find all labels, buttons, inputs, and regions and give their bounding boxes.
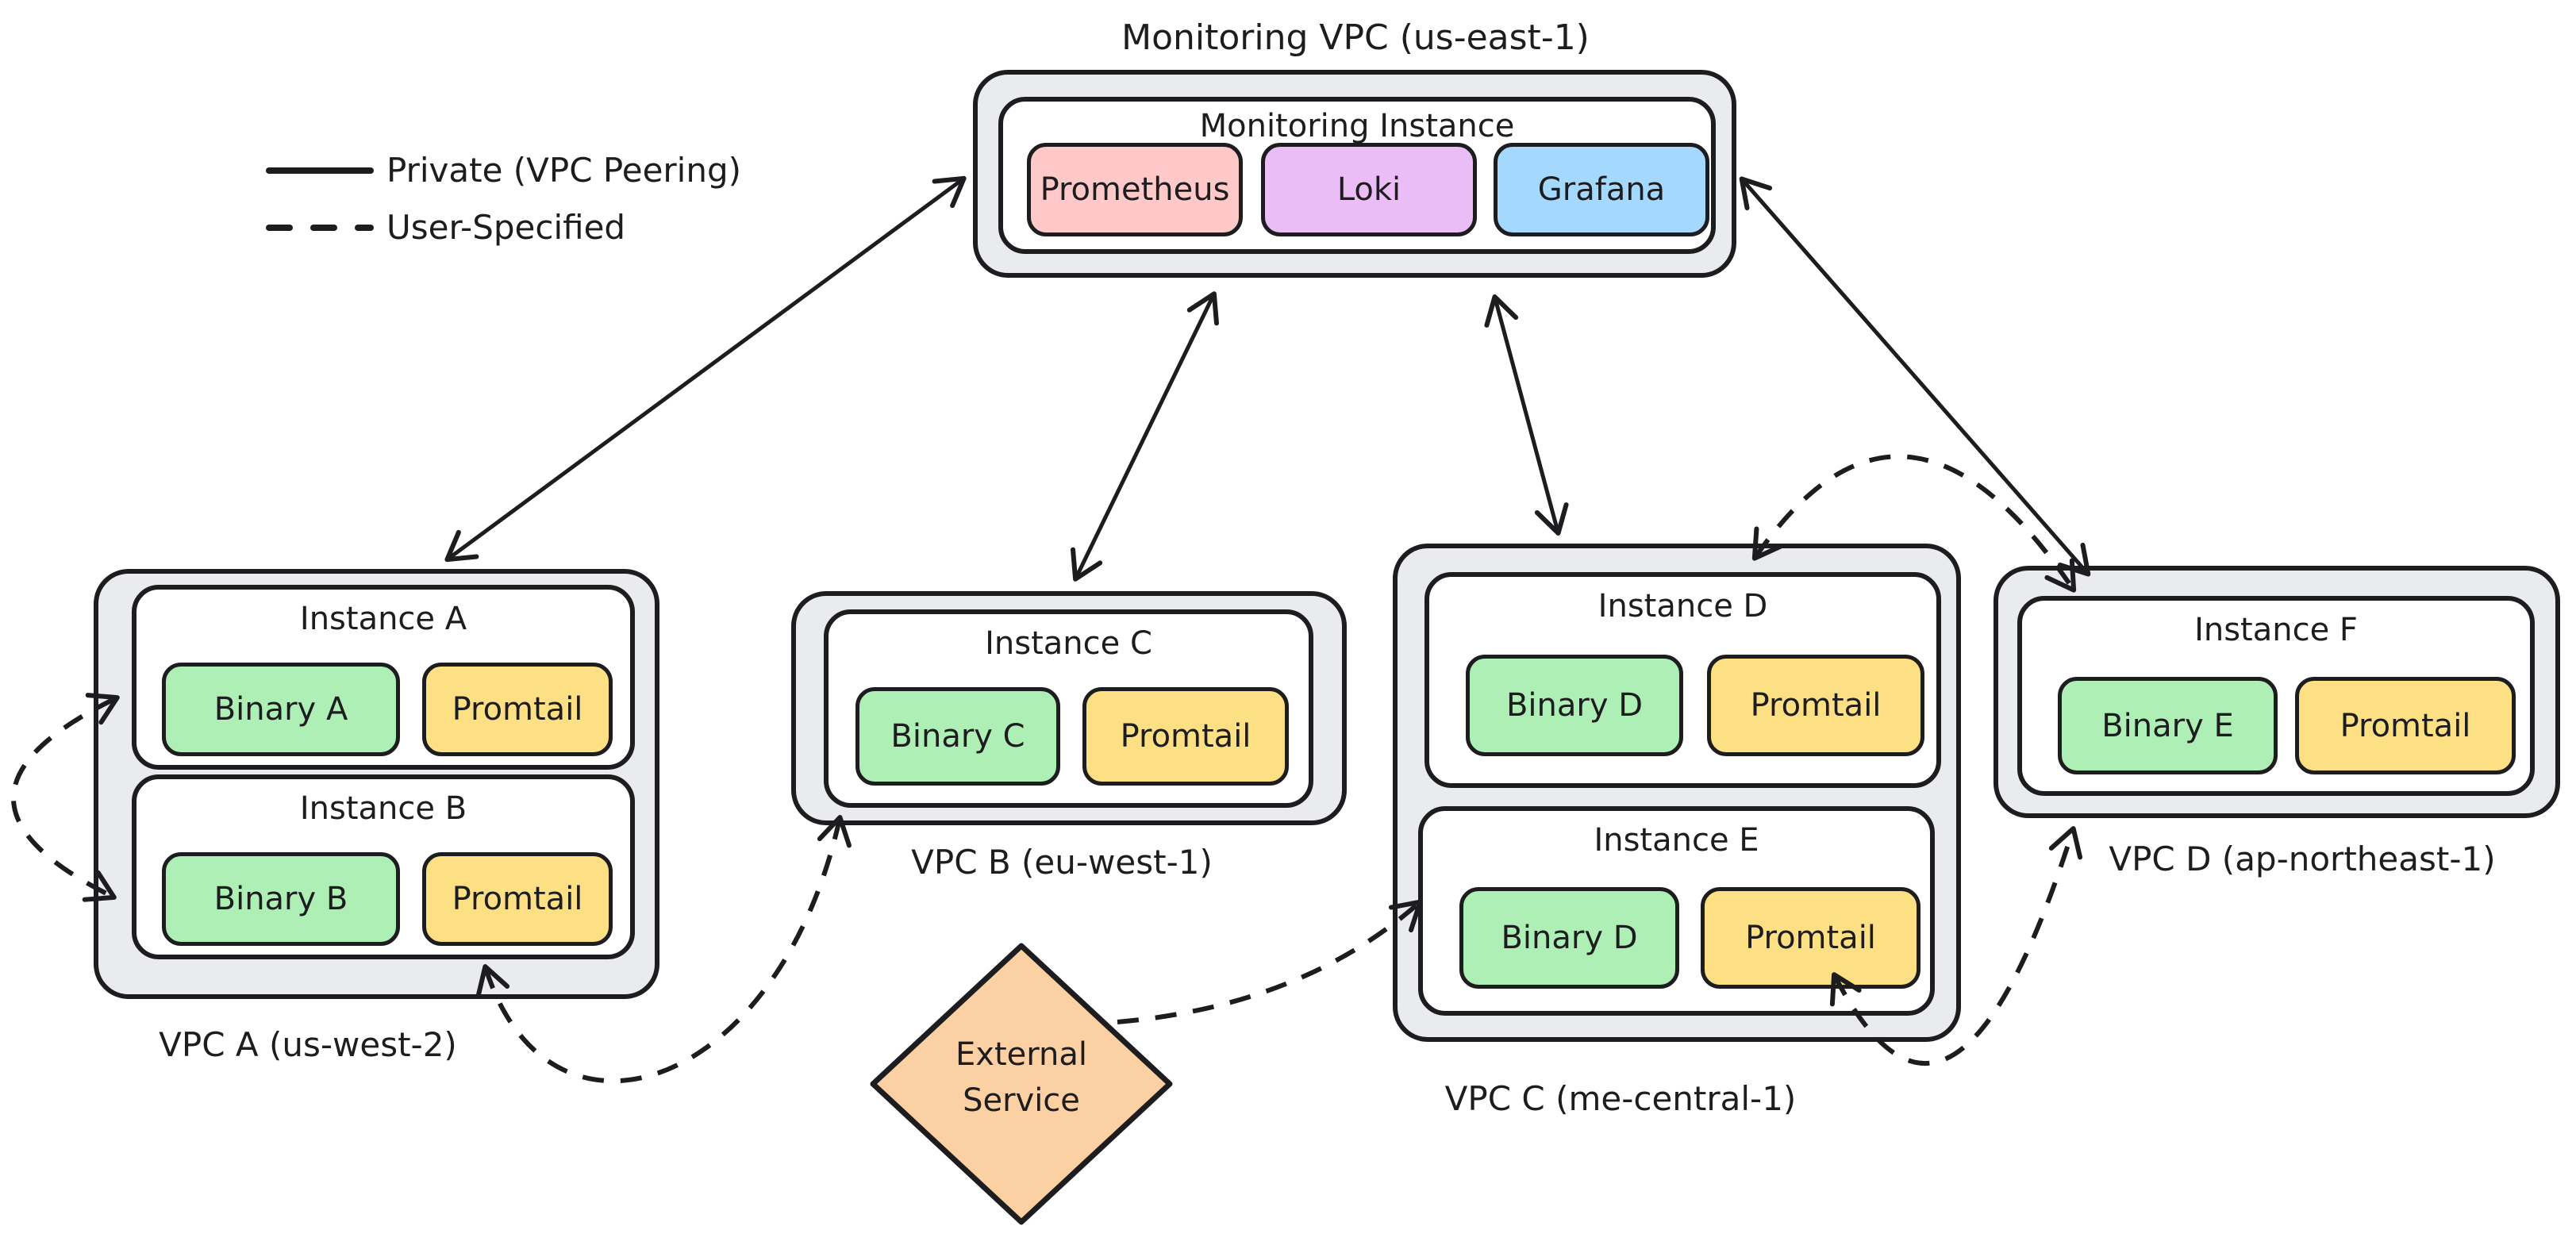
external-service-label: External Service [863,1032,1180,1124]
binary-d-node: Binary D [1466,655,1683,756]
vpc-c-box: Instance D Binary D Promtail Instance E … [1393,544,1961,1042]
vpc-a-label: VPC A (us-west-2) [159,1025,457,1064]
instance-c-title: Instance C [985,625,1152,662]
instance-d-title: Instance D [1598,588,1768,624]
arrow-external-service-instance-e [1117,899,1423,1024]
monitoring-instance-box: Monitoring Instance Prometheus Loki Graf… [998,97,1716,254]
promtail-node: Promtail [422,663,613,756]
legend-private-label: Private (VPC Peering) [386,151,742,190]
instance-a-box: Instance A Binary A Promtail [132,585,635,770]
arrow-monitoring-vpc-c [1484,294,1569,536]
instance-c-box: Instance C Binary C Promtail [824,609,1313,808]
instance-d-box: Instance D Binary D Promtail [1424,572,1941,788]
monitoring-vpc-box: Monitoring Instance Prometheus Loki Graf… [973,70,1736,278]
external-service-line2: Service [963,1082,1080,1119]
instance-b-title: Instance B [299,790,467,827]
promtail-node: Promtail [1082,687,1289,786]
arrow-monitoring-vpc-b [1071,291,1219,582]
promtail-node: Promtail [422,852,613,946]
instance-f-box: Instance F Binary E Promtail [2017,596,2535,796]
promtail-node: Promtail [1701,887,1920,989]
vpc-d-label: VPC D (ap-northeast-1) [2109,840,2496,878]
promtail-node: Promtail [2295,677,2516,774]
instance-a-title: Instance A [299,601,467,637]
grafana-node: Grafana [1494,143,1709,236]
legend-user-specified-label: User-Specified [386,208,626,247]
instance-f-title: Instance F [2194,612,2358,648]
vpc-b-label: VPC B (eu-west-1) [911,843,1213,882]
binary-e-node: Binary E [2058,677,2278,774]
instance-e-title: Instance E [1594,822,1759,859]
binary-b-node: Binary B [162,852,400,946]
binary-a-node: Binary A [162,663,400,756]
binary-d-node: Binary D [1459,887,1679,989]
binary-c-node: Binary C [855,687,1060,786]
monitoring-vpc-label: Monitoring VPC (us-east-1) [1121,17,1590,58]
loki-node: Loki [1261,143,1477,236]
instance-e-box: Instance E Binary D Promtail [1418,806,1935,1016]
vpc-d-box: Instance F Binary E Promtail [1994,566,2560,818]
arrow-monitoring-vpc-d [1739,176,2091,577]
monitoring-instance-title: Monitoring Instance [1199,108,1515,144]
vpc-c-label: VPC C (me-central-1) [1444,1079,1797,1118]
vpc-b-box: Instance C Binary C Promtail [791,591,1347,825]
external-service-line1: External [955,1036,1087,1073]
prometheus-node: Prometheus [1027,143,1243,236]
instance-b-box: Instance B Binary B Promtail [132,774,635,959]
vpc-a-box: Instance A Binary A Promtail Instance B … [94,569,659,999]
promtail-node: Promtail [1707,655,1924,756]
